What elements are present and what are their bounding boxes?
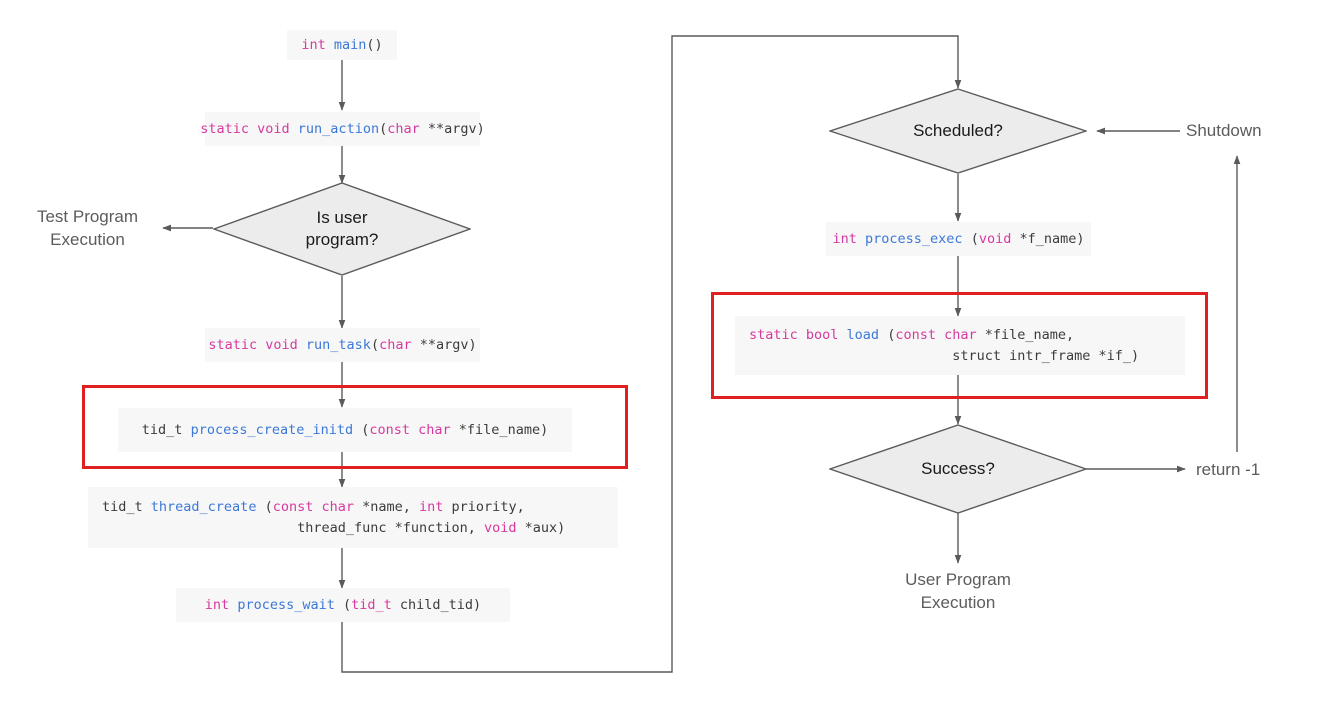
label-test-program-execution: Test Program Execution <box>36 207 139 249</box>
diamond-shape <box>211 182 473 276</box>
diamond-shape <box>827 424 1089 514</box>
decision-scheduled[interactable]: Scheduled? <box>827 88 1089 174</box>
node-load[interactable]: static bool load (const char *file_name,… <box>735 316 1185 375</box>
decision-success-label: Success? <box>921 459 995 478</box>
highlight-box-process-create-initd <box>82 385 628 469</box>
decision-success[interactable]: Success? <box>827 424 1089 514</box>
node-run-action-code: static void run_action(char **argv) <box>200 120 485 137</box>
node-main[interactable]: int main() <box>287 30 397 60</box>
decision-is-user-program-label: Is user program? <box>305 208 379 249</box>
node-process-exec-code: int process_exec (void *f_name) <box>832 230 1085 247</box>
node-process-exec[interactable]: int process_exec (void *f_name) <box>826 222 1091 256</box>
node-main-code: int main() <box>301 36 383 53</box>
node-run-task[interactable]: static void run_task(char **argv) <box>205 328 480 362</box>
diamond-shape <box>827 88 1089 174</box>
node-process-create-initd-code: tid_t process_create_initd (const char *… <box>141 421 549 438</box>
node-run-task-code: static void run_task(char **argv) <box>208 336 477 353</box>
node-thread-create[interactable]: tid_t thread_create (const char *name, i… <box>88 487 618 548</box>
node-process-wait[interactable]: int process_wait (tid_t child_tid) <box>176 588 510 622</box>
label-return-minus-one: return -1 <box>1196 460 1261 479</box>
label-shutdown: Shutdown <box>1186 121 1262 140</box>
node-thread-create-code: tid_t thread_create (const char *name, i… <box>102 498 566 536</box>
label-user-program-execution: User Program Execution <box>905 570 1011 612</box>
node-process-create-initd[interactable]: tid_t process_create_initd (const char *… <box>118 408 572 452</box>
node-run-action[interactable]: static void run_action(char **argv) <box>200 112 485 146</box>
node-process-wait-code: int process_wait (tid_t child_tid) <box>204 596 482 613</box>
decision-scheduled-label: Scheduled? <box>913 121 1003 140</box>
node-load-code: static bool load (const char *file_name,… <box>749 326 1140 364</box>
highlight-box-load <box>711 292 1208 399</box>
decision-is-user-program[interactable]: Is user program? <box>211 182 473 276</box>
